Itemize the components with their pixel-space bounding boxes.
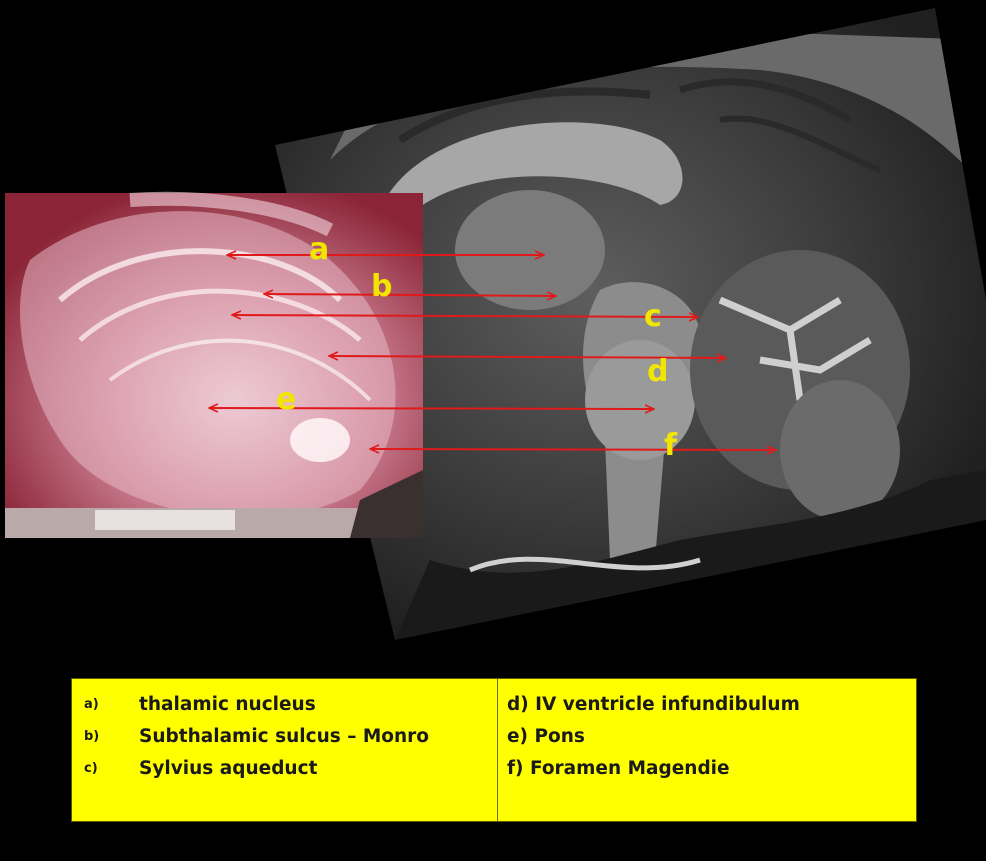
label-a: a bbox=[309, 232, 329, 267]
legend-divider bbox=[497, 679, 498, 821]
legend-item-f: f) Foramen Magendie bbox=[507, 755, 800, 787]
legend-item-e: e) Pons bbox=[507, 723, 800, 755]
legend-item-a: a)thalamic nucleus bbox=[84, 691, 429, 723]
legend-box: a)thalamic nucleus b)Subthalamic sulcus … bbox=[71, 678, 917, 822]
legend-text: Subthalamic sulcus – Monro bbox=[139, 726, 429, 747]
legend-text: thalamic nucleus bbox=[139, 694, 316, 715]
legend-item-c: c)Sylvius aqueduct bbox=[84, 755, 429, 787]
legend-left-column: a)thalamic nucleus b)Subthalamic sulcus … bbox=[84, 691, 429, 787]
arrow-f bbox=[371, 449, 775, 450]
anatomical-painting bbox=[5, 193, 423, 538]
label-e: e bbox=[276, 382, 296, 417]
legend-text: Sylvius aqueduct bbox=[139, 758, 317, 779]
label-f: f bbox=[664, 428, 678, 463]
legend-marker: b) bbox=[84, 723, 139, 751]
legend-right-column: d) IV ventricle infundibulum e) Pons f) … bbox=[507, 691, 800, 787]
legend-item-d: d) IV ventricle infundibulum bbox=[507, 691, 800, 723]
legend-marker: a) bbox=[84, 691, 139, 719]
label-b: b bbox=[371, 269, 392, 304]
label-d: d bbox=[647, 354, 668, 389]
legend-marker: c) bbox=[84, 755, 139, 783]
label-c: c bbox=[644, 299, 662, 334]
legend-item-b: b)Subthalamic sulcus – Monro bbox=[84, 723, 429, 755]
